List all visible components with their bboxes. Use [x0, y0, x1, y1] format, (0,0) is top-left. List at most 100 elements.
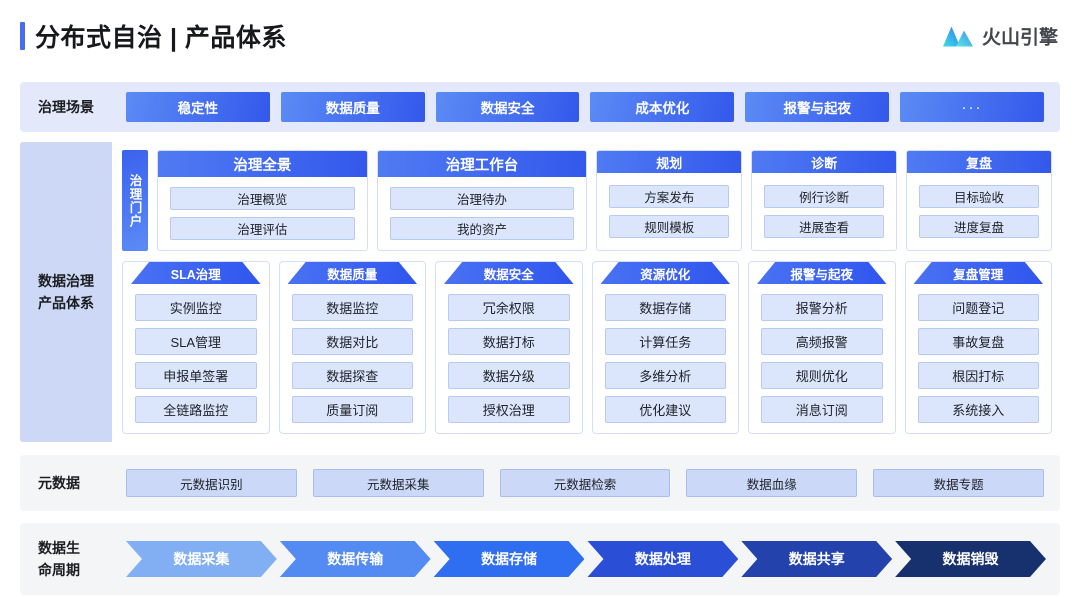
product-card-item[interactable]: 规则优化 — [761, 362, 883, 389]
brand-logo: 火山引擎 — [942, 23, 1058, 50]
product-card-ribbon: 数据质量 — [280, 262, 426, 286]
portal-card-item[interactable]: 方案发布 — [609, 185, 730, 208]
product-card-item[interactable]: 高频报警 — [761, 328, 883, 355]
product-card: 报警与起夜报警分析高频报警规则优化消息订阅 — [748, 261, 896, 434]
product-card-ribbon: 复盘管理 — [906, 262, 1052, 286]
product-card-item[interactable]: 消息订阅 — [761, 396, 883, 423]
portal-card-title: 复盘 — [907, 151, 1051, 173]
product-card-item[interactable]: 数据打标 — [448, 328, 570, 355]
portal-card-title: 治理全景 — [158, 151, 367, 177]
scene-chip[interactable]: 报警与起夜 — [745, 92, 890, 122]
product-card: 数据安全冗余权限数据打标数据分级授权治理 — [435, 261, 583, 434]
product-label-line2: 产品体系 — [38, 295, 94, 311]
product-card-title: 报警与起夜 — [757, 262, 887, 284]
product-card-item[interactable]: 冗余权限 — [448, 294, 570, 321]
metadata-chip[interactable]: 数据血缘 — [686, 469, 858, 497]
product-card: 资源优化数据存储计算任务多维分析优化建议 — [591, 261, 739, 434]
portal-card-item[interactable]: 我的资产 — [389, 217, 575, 240]
product-card-item[interactable]: 多维分析 — [604, 362, 726, 389]
product-card-title: 资源优化 — [600, 262, 730, 284]
product-card: SLA治理实例监控 SLA管理申报单签署全链路监控 — [122, 261, 270, 434]
product-card-body: 冗余权限数据打标数据分级授权治理 — [436, 286, 582, 425]
page-title: 分布式自治 | 产品体系 — [35, 24, 287, 52]
product-card-ribbon: 数据安全 — [436, 262, 582, 286]
product-card-item[interactable]: 系统接入 — [917, 396, 1039, 423]
portal-card-title: 治理工作台 — [377, 151, 587, 177]
metadata-label: 元数据 — [38, 474, 80, 491]
product-card-item[interactable]: 申报单签署 — [135, 362, 257, 389]
product-card-item[interactable]: 数据分级 — [448, 362, 570, 389]
product-card-item[interactable]: 质量订阅 — [291, 396, 413, 423]
portal-card-item[interactable]: 治理评估 — [170, 217, 355, 240]
product-card-item[interactable]: 计算任务 — [604, 328, 726, 355]
lifecycle-stage[interactable]: 数据采集 — [126, 541, 277, 577]
product-card-item[interactable]: 数据探查 — [291, 362, 413, 389]
product-card-item[interactable]: 问题登记 — [917, 294, 1039, 321]
product-card-item[interactable]: 实例监控 — [135, 294, 257, 321]
product-system-body: 治理门户 治理全景治理概览治理评估治理工作台治理待办我的资产规划方案发布规则模板… — [112, 142, 1060, 442]
title-group: 分布式自治 | 产品体系 — [20, 18, 287, 54]
portal-card-item[interactable]: 治理概览 — [170, 187, 355, 210]
portal-card-body: 治理概览治理评估 — [158, 177, 367, 250]
product-card-body: 报警分析高频报警规则优化消息订阅 — [749, 286, 895, 425]
lifecycle-label-line1: 数据生 — [38, 540, 80, 556]
scene-chip[interactable]: 数据质量 — [280, 92, 425, 122]
portal-card-item[interactable]: 规则模板 — [609, 215, 730, 238]
portal-card: 规划方案发布规则模板 — [596, 150, 743, 251]
portal-card: 诊断例行诊断进展查看 — [751, 150, 898, 251]
product-card-title: 数据安全 — [444, 262, 574, 284]
portal-card-body: 方案发布规则模板 — [597, 173, 741, 250]
product-card-item[interactable]: 数据对比 — [291, 328, 413, 355]
lifecycle-stage[interactable]: 数据处理 — [587, 541, 738, 577]
product-card-body: 数据监控数据对比数据探查质量订阅 — [280, 286, 426, 425]
governance-scene-section: 治理场景 稳定性数据质量数据安全成本优化报警与起夜 ··· — [20, 82, 1060, 132]
portal-card: 治理全景治理概览治理评估 — [157, 150, 368, 251]
portal-vertical-tab[interactable]: 治理门户 — [122, 150, 148, 251]
portal-card: 治理工作台治理待办我的资产 — [376, 150, 588, 251]
product-card-item[interactable]: 数据监控 — [291, 294, 413, 321]
metadata-list: 元数据识别元数据采集元数据检索数据血缘数据专题 — [126, 469, 1060, 497]
lifecycle-stage[interactable]: 数据存储 — [434, 541, 585, 577]
lifecycle-section: 数据生 命周期 数据采集数据传输数据存储数据处理数据共享数据销毁 — [20, 523, 1060, 595]
scene-chip[interactable]: 稳定性 — [126, 92, 270, 122]
portal-card-item[interactable]: 治理待办 — [389, 187, 575, 210]
product-card-item[interactable]: 优化建议 — [604, 396, 726, 423]
volcano-mountain-icon — [942, 26, 973, 46]
product-card-item[interactable]: 事故复盘 — [917, 328, 1039, 355]
portal-card-item[interactable]: 例行诊断 — [764, 185, 885, 208]
product-system-label-text: 数据治理 产品体系 — [38, 270, 94, 314]
product-card-item[interactable]: 根因打标 — [917, 362, 1039, 389]
product-card-body: 问题登记事故复盘根因打标系统接入 — [906, 286, 1052, 425]
metadata-chip[interactable]: 元数据检索 — [499, 469, 671, 497]
product-card-item[interactable]: 报警分析 — [761, 294, 883, 321]
lifecycle-stage[interactable]: 数据共享 — [741, 541, 892, 577]
governance-scene-label: 治理场景 — [38, 98, 94, 115]
product-card-item[interactable]: SLA管理 — [135, 328, 257, 355]
portal-card-body: 治理待办我的资产 — [378, 177, 587, 250]
product-card-item[interactable]: 授权治理 — [448, 396, 570, 423]
metadata-chip[interactable]: 元数据识别 — [126, 469, 297, 497]
brand-name: 火山引擎 — [981, 27, 1058, 49]
portal-card-item[interactable]: 目标验收 — [919, 185, 1039, 208]
product-card-item[interactable]: 全链路监控 — [135, 396, 257, 423]
product-card: 数据质量数据监控数据对比数据探查质量订阅 — [278, 261, 426, 434]
lifecycle-label: 数据生 命周期 — [38, 537, 126, 581]
portal-row: 治理门户 治理全景治理概览治理评估治理工作台治理待办我的资产规划方案发布规则模板… — [122, 150, 1052, 251]
portal-card-item[interactable]: 进度复盘 — [919, 215, 1039, 238]
lifecycle-stage[interactable]: 数据销毁 — [895, 541, 1046, 577]
scene-chip[interactable]: ··· — [900, 92, 1044, 122]
product-card-ribbon: SLA治理 — [123, 262, 269, 286]
portal-card-item[interactable]: 进展查看 — [764, 215, 885, 238]
scene-chip[interactable]: 成本优化 — [590, 92, 735, 122]
lifecycle-label-line2: 命周期 — [38, 562, 80, 578]
lifecycle-stage-list: 数据采集数据传输数据存储数据处理数据共享数据销毁 — [126, 541, 1060, 577]
product-label-line1: 数据治理 — [38, 273, 94, 289]
product-card-ribbon: 资源优化 — [593, 262, 739, 286]
metadata-chip[interactable]: 元数据采集 — [312, 469, 484, 497]
product-card-title: 数据质量 — [287, 262, 417, 284]
metadata-chip[interactable]: 数据专题 — [873, 469, 1044, 497]
lifecycle-stage[interactable]: 数据传输 — [280, 541, 431, 577]
scene-chip[interactable]: 数据安全 — [435, 92, 580, 122]
product-card-item[interactable]: 数据存储 — [604, 294, 726, 321]
